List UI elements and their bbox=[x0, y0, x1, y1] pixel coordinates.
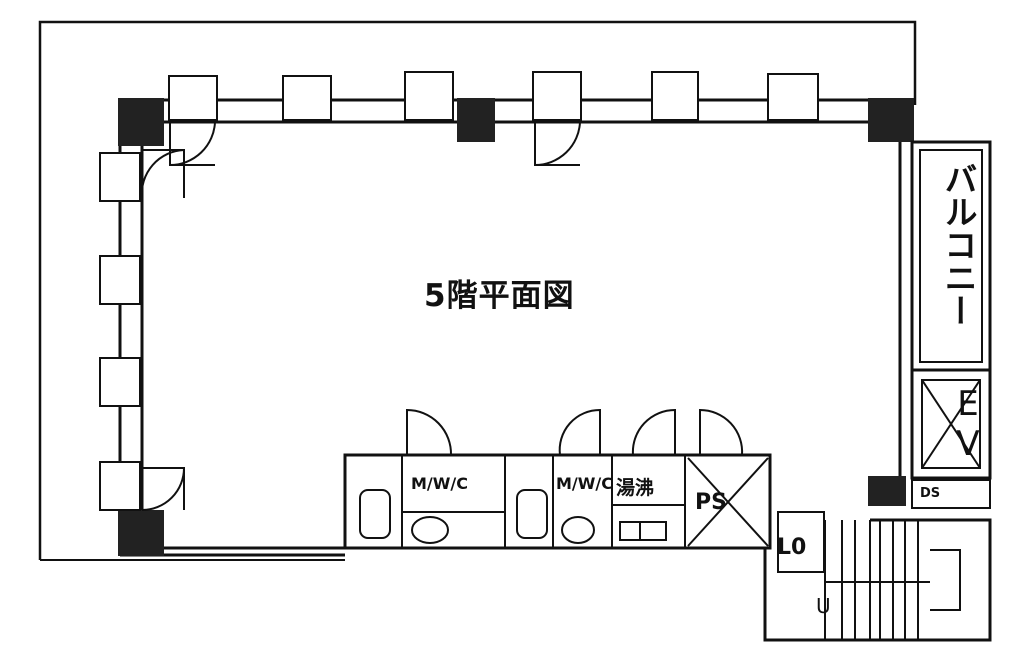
kitchenette-label: 湯沸 bbox=[616, 477, 655, 499]
lower-left-label: L0 bbox=[777, 535, 807, 560]
stair-annex bbox=[763, 511, 992, 642]
core-block bbox=[343, 453, 772, 550]
duct-strip bbox=[911, 479, 991, 509]
elevator-box bbox=[910, 368, 992, 480]
terrace-boundary bbox=[38, 20, 917, 560]
stair-label: U bbox=[816, 594, 831, 618]
structural-columns bbox=[118, 98, 914, 556]
pipe-shaft-label: PS bbox=[695, 490, 727, 515]
exterior-wall bbox=[118, 98, 914, 557]
top-windows bbox=[168, 71, 819, 121]
balcony-label: バルコニー bbox=[939, 162, 978, 327]
toilet-label-2: M/W/C bbox=[556, 474, 613, 493]
duct-label: DS bbox=[920, 486, 941, 501]
left-windows bbox=[99, 152, 141, 511]
toilet-label-1: M/W/C bbox=[411, 474, 468, 493]
elevator-label: EV bbox=[948, 384, 988, 464]
floor-plan-title: 5階平面図 bbox=[424, 278, 575, 314]
door-swings bbox=[140, 121, 744, 511]
